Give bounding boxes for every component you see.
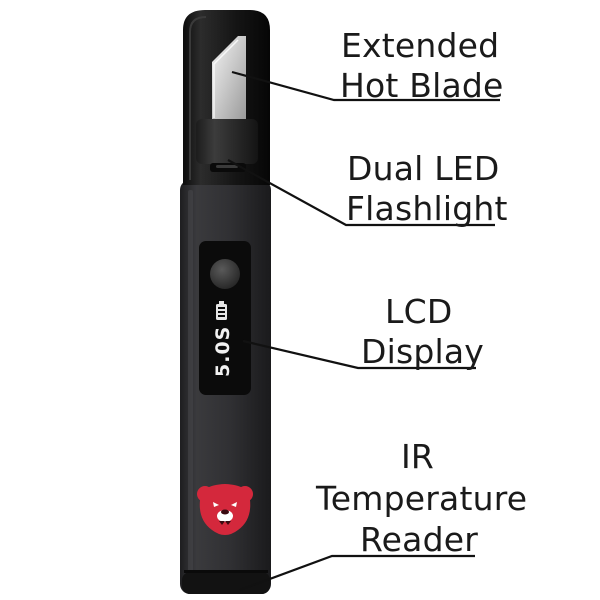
label-temperature: Temperature [316,479,528,518]
blade-housing-edge [189,16,207,180]
label-ir: IR [401,437,435,476]
power-button-icon[interactable] [210,259,240,289]
leader-line-lcd [242,339,476,370]
label-flashlight: Flashlight [346,189,508,228]
label-dual-led: Dual LED [347,149,500,188]
label-display: Display [361,332,485,371]
leader-line-led [227,159,495,227]
led-lens-glint [216,165,238,168]
leader-lines [227,70,500,592]
bottom-cap-seam [184,570,268,573]
device-body-highlight [188,190,193,585]
label-extended: Extended [341,26,500,65]
leader-line-blade [231,70,500,102]
blade-edge-shine [213,39,239,118]
blade-collar [196,119,258,164]
label-hot-blade: Hot Blade [340,66,504,105]
bottom-cap [182,572,270,594]
leader-line-ir [239,554,475,592]
lcd-readout: 5.0S [212,325,234,377]
label-reader: Reader [360,520,478,559]
bear-face-details [213,502,237,525]
label-lcd: LCD [385,292,453,331]
battery-icon [216,301,227,320]
